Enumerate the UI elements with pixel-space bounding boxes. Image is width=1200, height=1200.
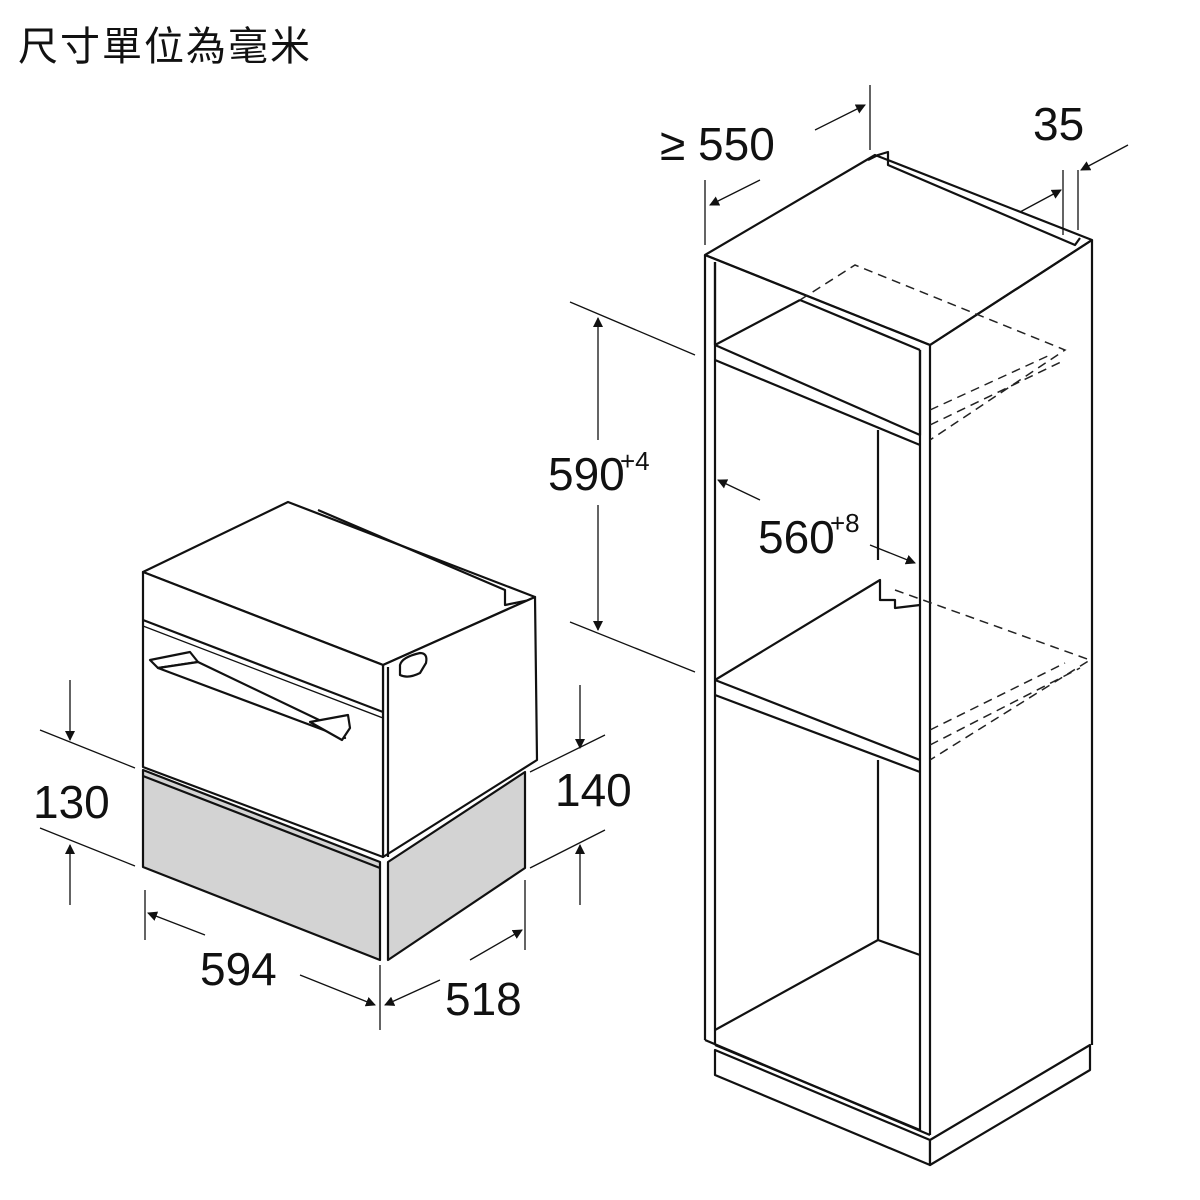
niche-depth-label: ≥ 550 bbox=[660, 118, 775, 170]
rear-gap-label: 35 bbox=[1033, 98, 1084, 150]
drawer-depth-label: 518 bbox=[445, 973, 522, 1025]
niche-height-tolerance: +4 bbox=[620, 446, 650, 476]
drawer-side-height-label: 140 bbox=[555, 764, 632, 816]
cabinet-top bbox=[703, 153, 1094, 347]
side-grip bbox=[398, 651, 428, 678]
niche-height-label: 590 bbox=[548, 448, 625, 500]
drawer-width-label: 594 bbox=[200, 943, 277, 995]
drawer-front bbox=[141, 768, 382, 962]
cabinet-dimension-lines bbox=[569, 85, 1129, 673]
door-handle bbox=[148, 650, 352, 742]
warming-drawer bbox=[141, 768, 527, 962]
niche-width-tolerance: +8 bbox=[830, 508, 860, 538]
niche-width-label: 560 bbox=[758, 511, 835, 563]
cabinet-illustration bbox=[703, 150, 1094, 1167]
drawer-side bbox=[386, 770, 527, 962]
units-title: 尺寸單位為毫米 bbox=[18, 24, 312, 70]
appliance-illustration bbox=[141, 500, 539, 859]
drawer-dimension-lines bbox=[39, 680, 606, 1030]
drawer-front-height-label: 130 bbox=[33, 776, 110, 828]
